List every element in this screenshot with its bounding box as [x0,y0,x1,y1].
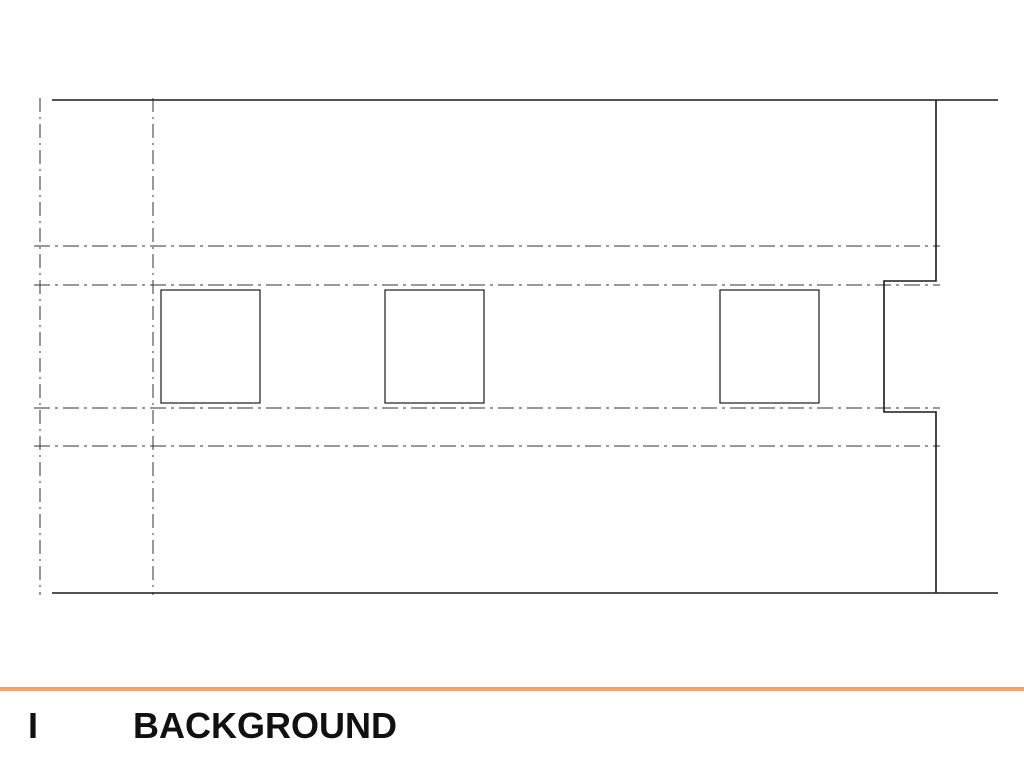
accent-divider [0,687,1024,691]
section-heading: I BACKGROUND [28,704,397,748]
square-opening-1 [160,289,261,404]
section-title: BACKGROUND [133,705,397,746]
right-profile-outline [883,100,937,593]
square-opening-2 [384,289,485,404]
section-number: I [28,705,39,746]
square-opening-3 [719,289,820,404]
